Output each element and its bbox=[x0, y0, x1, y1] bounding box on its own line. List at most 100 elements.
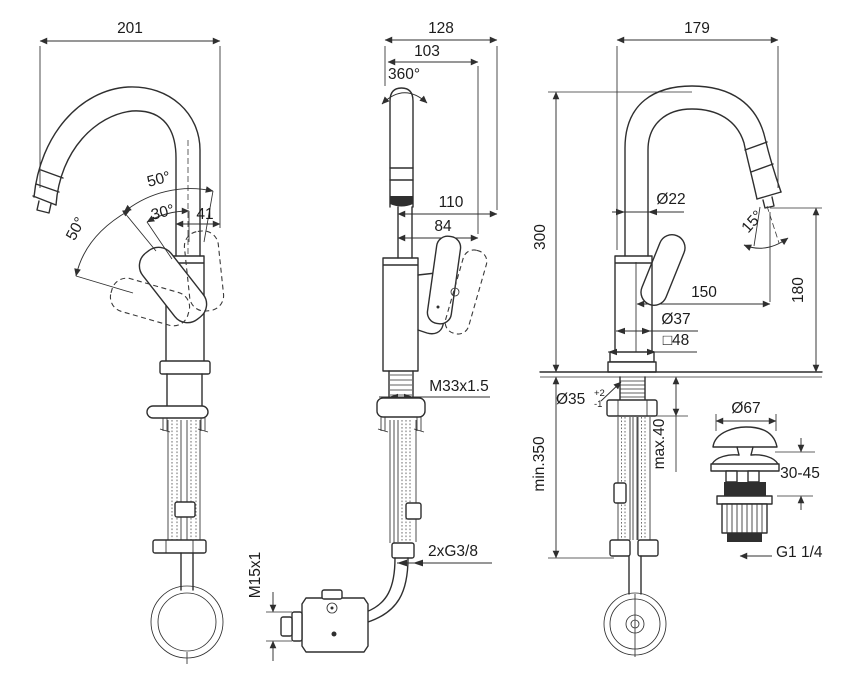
view-profile: 179 Ø22 15° 180 150 Ø37 bbox=[539, 20, 823, 657]
spout-inner bbox=[647, 108, 758, 257]
body-dot bbox=[436, 305, 440, 309]
control-box bbox=[301, 597, 369, 653]
spout-band bbox=[750, 163, 774, 173]
view-side: 201 50° 30° 50° 41 bbox=[32, 20, 225, 664]
base-flange bbox=[146, 405, 209, 419]
hole-tol-minus: -1 bbox=[594, 399, 602, 410]
drain-tab bbox=[747, 470, 760, 483]
spout-band bbox=[35, 183, 60, 193]
handle-lever bbox=[426, 235, 462, 325]
label-swivel: 360° bbox=[388, 66, 420, 83]
drain-valve: Ø67 30-45 G1 1/4 bbox=[710, 400, 823, 561]
dim-outlet-height: 180 bbox=[790, 277, 807, 303]
drain-tab bbox=[725, 470, 738, 483]
mounting-studs bbox=[159, 418, 209, 433]
label-connector-thread: M15x1 bbox=[247, 552, 264, 599]
spout-inner bbox=[55, 110, 177, 257]
body-union bbox=[159, 360, 211, 375]
dim-spout-diameter: Ø22 bbox=[656, 191, 685, 208]
spout-band bbox=[744, 141, 768, 151]
spout-outer bbox=[624, 85, 782, 257]
shank-thread bbox=[620, 380, 645, 398]
connector-collar bbox=[291, 611, 303, 642]
hose-nut bbox=[609, 539, 631, 557]
label-angle-open: 50° bbox=[145, 168, 172, 190]
flange-curve bbox=[711, 454, 779, 465]
spout-nozzle bbox=[762, 196, 775, 209]
hose-arrows bbox=[397, 559, 423, 567]
mounting-studs bbox=[377, 417, 425, 433]
hose-nut bbox=[637, 539, 659, 557]
dim-overall-depth: 201 bbox=[117, 20, 143, 37]
thread-shank bbox=[388, 370, 414, 398]
spout-face bbox=[32, 195, 57, 206]
drain-collar bbox=[716, 495, 773, 505]
spout-neck bbox=[397, 206, 413, 259]
spout-nozzle bbox=[36, 200, 52, 214]
box-screw bbox=[326, 602, 338, 614]
hose-fitting bbox=[613, 482, 627, 504]
dim-spout-height: 300 bbox=[532, 224, 549, 250]
dim-cap-diameter: Ø67 bbox=[731, 400, 760, 417]
body-dia-arrows bbox=[616, 327, 651, 335]
dim-base-square: □48 bbox=[663, 332, 690, 349]
cap-stem bbox=[736, 446, 754, 456]
hose-nut bbox=[174, 501, 196, 518]
dim-min-clearance: min.350 bbox=[531, 436, 548, 492]
label-body-thread: M33x1.5 bbox=[429, 378, 488, 395]
body-shank bbox=[166, 373, 203, 407]
arc-15 bbox=[743, 237, 789, 251]
hose-fitting bbox=[405, 502, 422, 520]
dim-max-deck: max.40 bbox=[651, 418, 668, 469]
hose-outline bbox=[617, 417, 651, 540]
thread-hatch bbox=[726, 504, 763, 533]
label-supply-hoses: 2xG3/8 bbox=[428, 543, 478, 560]
dim-reach-inner: 84 bbox=[434, 218, 452, 235]
handle-lever-dashed-up bbox=[183, 230, 225, 312]
dim-outlet-thread: G1 1/4 bbox=[776, 544, 823, 561]
handle-screw bbox=[450, 287, 460, 297]
arc-50-side bbox=[74, 209, 131, 277]
handle-lever-dashed-flat bbox=[109, 277, 191, 327]
pullout-hose bbox=[628, 555, 642, 595]
arc-50-top bbox=[123, 186, 214, 213]
dim-inner-width: 103 bbox=[414, 43, 440, 60]
angle-ray-dashed bbox=[766, 205, 780, 244]
supply-hose-curve bbox=[365, 557, 409, 623]
clamp-detail bbox=[165, 540, 194, 553]
dim-body-diameter: Ø37 bbox=[661, 311, 690, 328]
view-front: 128 103 360° 110 84 M33x1.5 bbox=[247, 20, 498, 661]
spout-dia-arrows bbox=[616, 208, 657, 216]
label-outlet-angle: 15° bbox=[738, 208, 766, 237]
dim-reach: 110 bbox=[439, 194, 464, 211]
flange-plate bbox=[710, 463, 780, 472]
body-outline bbox=[614, 255, 653, 353]
connector bbox=[280, 616, 293, 637]
drain-thread bbox=[721, 503, 768, 534]
drain-cap bbox=[712, 426, 778, 448]
dim-clamping-range: 30-45 bbox=[780, 465, 820, 482]
clamp-washer bbox=[606, 399, 658, 417]
box-screw-dot bbox=[330, 606, 334, 610]
dim-overall-depth: 179 bbox=[684, 20, 710, 37]
label-angle-mid: 30° bbox=[149, 201, 176, 223]
spout-outer bbox=[33, 86, 201, 257]
handle-lever bbox=[138, 246, 208, 324]
label-handle-projection: 41 bbox=[196, 206, 213, 223]
thread-hatch bbox=[390, 374, 412, 396]
hose-outline bbox=[167, 420, 201, 540]
handle-lever-dashed bbox=[444, 249, 488, 335]
body-outline bbox=[382, 257, 419, 372]
pullout-hose bbox=[180, 552, 194, 591]
hose-braid bbox=[171, 420, 197, 540]
seal-band bbox=[724, 482, 766, 496]
dim-spout-reach: 150 bbox=[691, 284, 717, 301]
handle-lever bbox=[640, 234, 686, 306]
hose-loop-outer bbox=[150, 585, 224, 659]
hose-braid bbox=[401, 420, 411, 542]
hose-outline bbox=[389, 420, 417, 543]
clamp-plate bbox=[152, 539, 207, 554]
spout-column bbox=[389, 87, 414, 208]
